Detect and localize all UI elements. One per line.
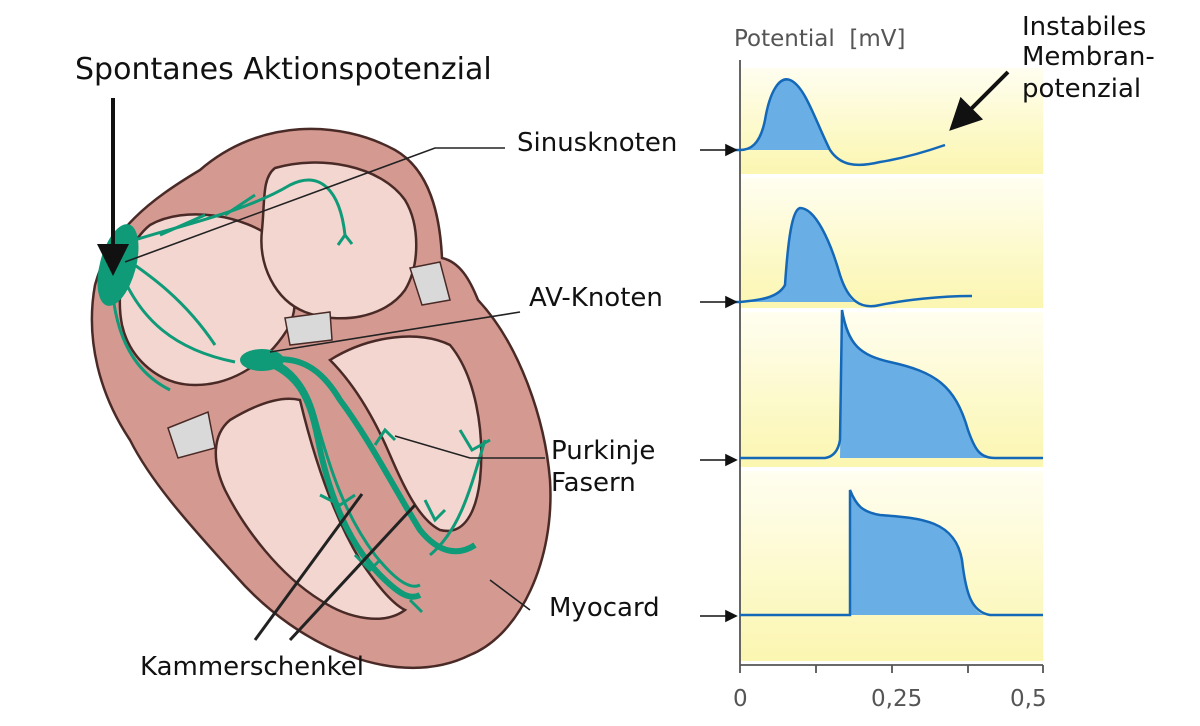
leader-lines <box>124 147 545 642</box>
label-myocard: Myocard <box>549 593 660 623</box>
label-kammerschenkel: Kammerschenkel <box>140 652 365 682</box>
label-purkinje: Purkinje <box>551 436 656 466</box>
panel-arrows <box>700 143 738 623</box>
x-tick-label-0: 0 <box>733 686 748 712</box>
ap-curves <box>730 78 1043 617</box>
valve-plane-left <box>167 410 216 459</box>
ap-purkinje-curve <box>740 309 1043 460</box>
instabil-arrow <box>949 70 1010 131</box>
label-membran: Membran- <box>1022 42 1155 72</box>
ap-myocard-curve <box>740 489 1043 617</box>
leader-sinus <box>124 147 505 263</box>
y-axis-label: Potential [mV] <box>734 26 906 52</box>
axes <box>739 60 1044 673</box>
x-tick-label-05: 0,5 <box>1010 686 1047 712</box>
ap-av-curve <box>730 206 973 308</box>
ap-myocard-fill <box>850 490 985 615</box>
valve-plane-center <box>284 311 333 346</box>
left-ventricle <box>328 335 483 533</box>
valve-plane-right <box>409 261 451 306</box>
label-fasern: Fasern <box>551 468 636 498</box>
x-tick-label-025: 0,25 <box>871 686 923 712</box>
av-node <box>240 349 284 371</box>
label-sinusknoten: Sinusknoten <box>517 128 678 158</box>
label-instabiles: Instabiles <box>1022 12 1147 42</box>
label-av-knoten: AV-Knoten <box>529 283 663 313</box>
ap-av-fill <box>740 208 855 302</box>
ap-sinus-curve <box>730 78 946 167</box>
leader-av <box>269 311 521 353</box>
heart-illustration <box>90 127 552 670</box>
right-ventricle <box>214 397 408 620</box>
ap-purkinje-fill <box>840 310 990 458</box>
leader-myocard <box>489 579 531 611</box>
leader-kammer-2 <box>288 503 417 642</box>
label-potenzial: potenzial <box>1022 74 1142 104</box>
diagram-title: Spontanes Aktionspotenzial <box>75 52 492 87</box>
leader-purkinje <box>394 435 545 459</box>
leader-kammer-1 <box>253 493 364 641</box>
left-atrium <box>260 161 418 320</box>
